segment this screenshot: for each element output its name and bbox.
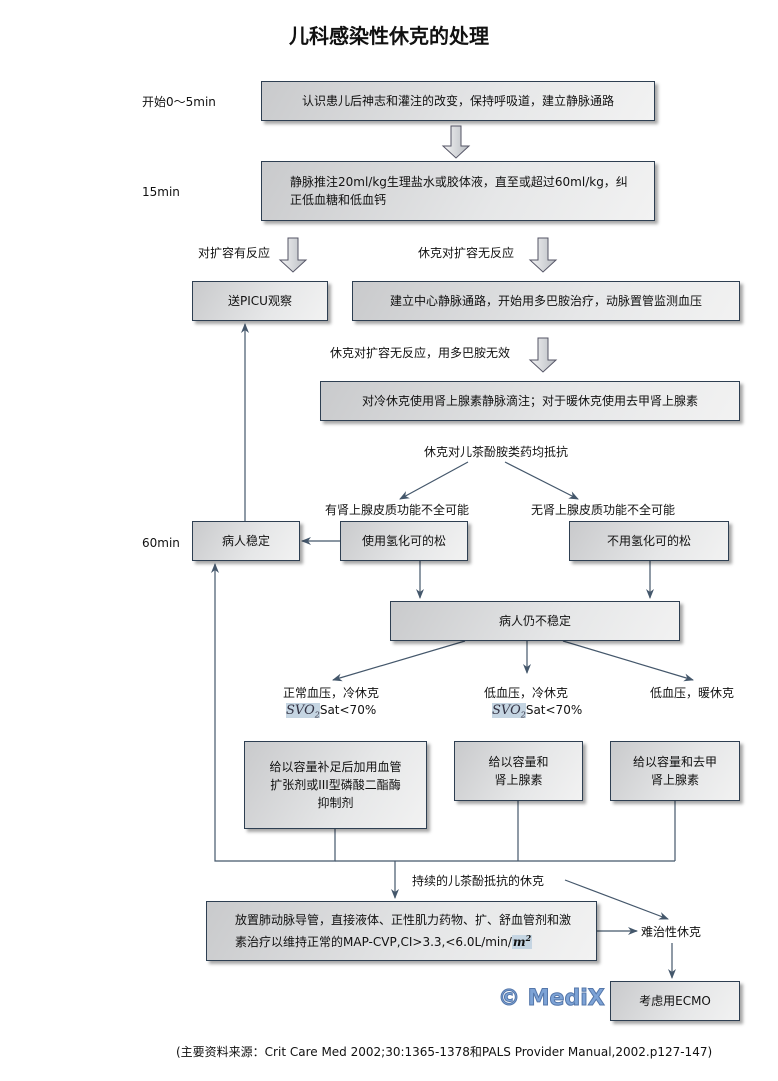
label-svo-2: SVO2Sat<70%	[492, 703, 583, 720]
line-cat-nohydro	[504, 461, 579, 500]
label-unresponsive: 休克对扩容无反应	[418, 246, 515, 260]
label-catechol-resistant: 休克对儿茶酚胺类药均抵抗	[424, 445, 569, 459]
block-arrow-1	[441, 125, 471, 159]
label-svo-1: SVO2Sat<70%	[286, 703, 377, 720]
box-epinephrine: 对冷休克使用肾上腺素静脉滴注；对于暖休克使用去甲肾上腺素	[320, 381, 740, 421]
label-dopamine-fail: 休克对扩容无反应，用多巴胺无效	[330, 346, 511, 360]
page-title: 儿科感染性休克的处理	[289, 24, 489, 48]
block-arrow-2	[278, 237, 308, 273]
label-low-bp-cold: 低血压，冷休克	[484, 686, 569, 700]
box-unstable: 病人仍不稳定	[390, 601, 680, 641]
block-arrow-3	[528, 237, 558, 273]
box-pa-catheter: 放置肺动脉导管，直接液体、正性肌力药物、扩、舒血管剂和激素治疗以维持正常的MAP…	[206, 901, 597, 961]
label-responsive: 对扩容有反应	[198, 246, 271, 260]
label-persistent: 持续的儿茶酚抵抗的休克	[412, 874, 545, 888]
line-cat-hydro	[399, 461, 469, 500]
box-recognize: 认识患儿后神志和灌注的改变，保持呼吸道，建立静脉通路	[261, 81, 655, 121]
label-adrenal-possible: 有肾上腺皮质功能不全可能	[325, 503, 470, 517]
source-note: (主要资料来源：Crit Care Med 2002;30:1365-1378和…	[176, 1045, 713, 1059]
line-unstable-warm	[562, 640, 694, 682]
label-low-bp-warm: 低血压，暖休克	[650, 686, 735, 700]
line-bus	[211, 563, 336, 862]
line-persistent-refractory	[564, 879, 669, 920]
box-central-line: 建立中心静脉通路，开始用多巴胺治疗，动脉置管监测血压	[352, 281, 740, 321]
box-ecmo: 考虑用ECMO	[610, 981, 740, 1021]
box-picu: 送PICU观察	[192, 281, 328, 321]
box-fluid: 静脉推注20ml/kg生理盐水或胶体液，直至或超过60ml/kg，纠正低血糖和低…	[261, 161, 655, 221]
box-volume-norepi: 给以容量和去甲肾上腺素	[610, 741, 740, 801]
block-arrow-4	[528, 337, 558, 373]
time-label-15: 15min	[142, 185, 180, 199]
label-normal-bp-cold: 正常血压，冷休克	[283, 686, 380, 700]
label-adrenal-not: 无肾上腺皮质功能不全可能	[531, 503, 676, 517]
box-hydrocortisone: 使用氢化可的松	[340, 521, 468, 561]
box-volume-epi: 给以容量和肾上腺素	[454, 741, 583, 801]
watermark-logo: © MediX	[498, 986, 606, 1012]
label-refractory: 难治性休克	[641, 925, 702, 939]
box-vasodilator: 给以容量补足后加用血管扩张剂或III型磷酸二酯酶抑制剂	[244, 741, 427, 829]
box-stable: 病人稳定	[192, 521, 300, 561]
time-label-60: 60min	[142, 536, 180, 550]
line-unstable-normal	[332, 640, 466, 682]
time-label-0: 开始0～5min	[142, 95, 216, 109]
box-no-hydrocortisone: 不用氢化可的松	[569, 521, 729, 561]
